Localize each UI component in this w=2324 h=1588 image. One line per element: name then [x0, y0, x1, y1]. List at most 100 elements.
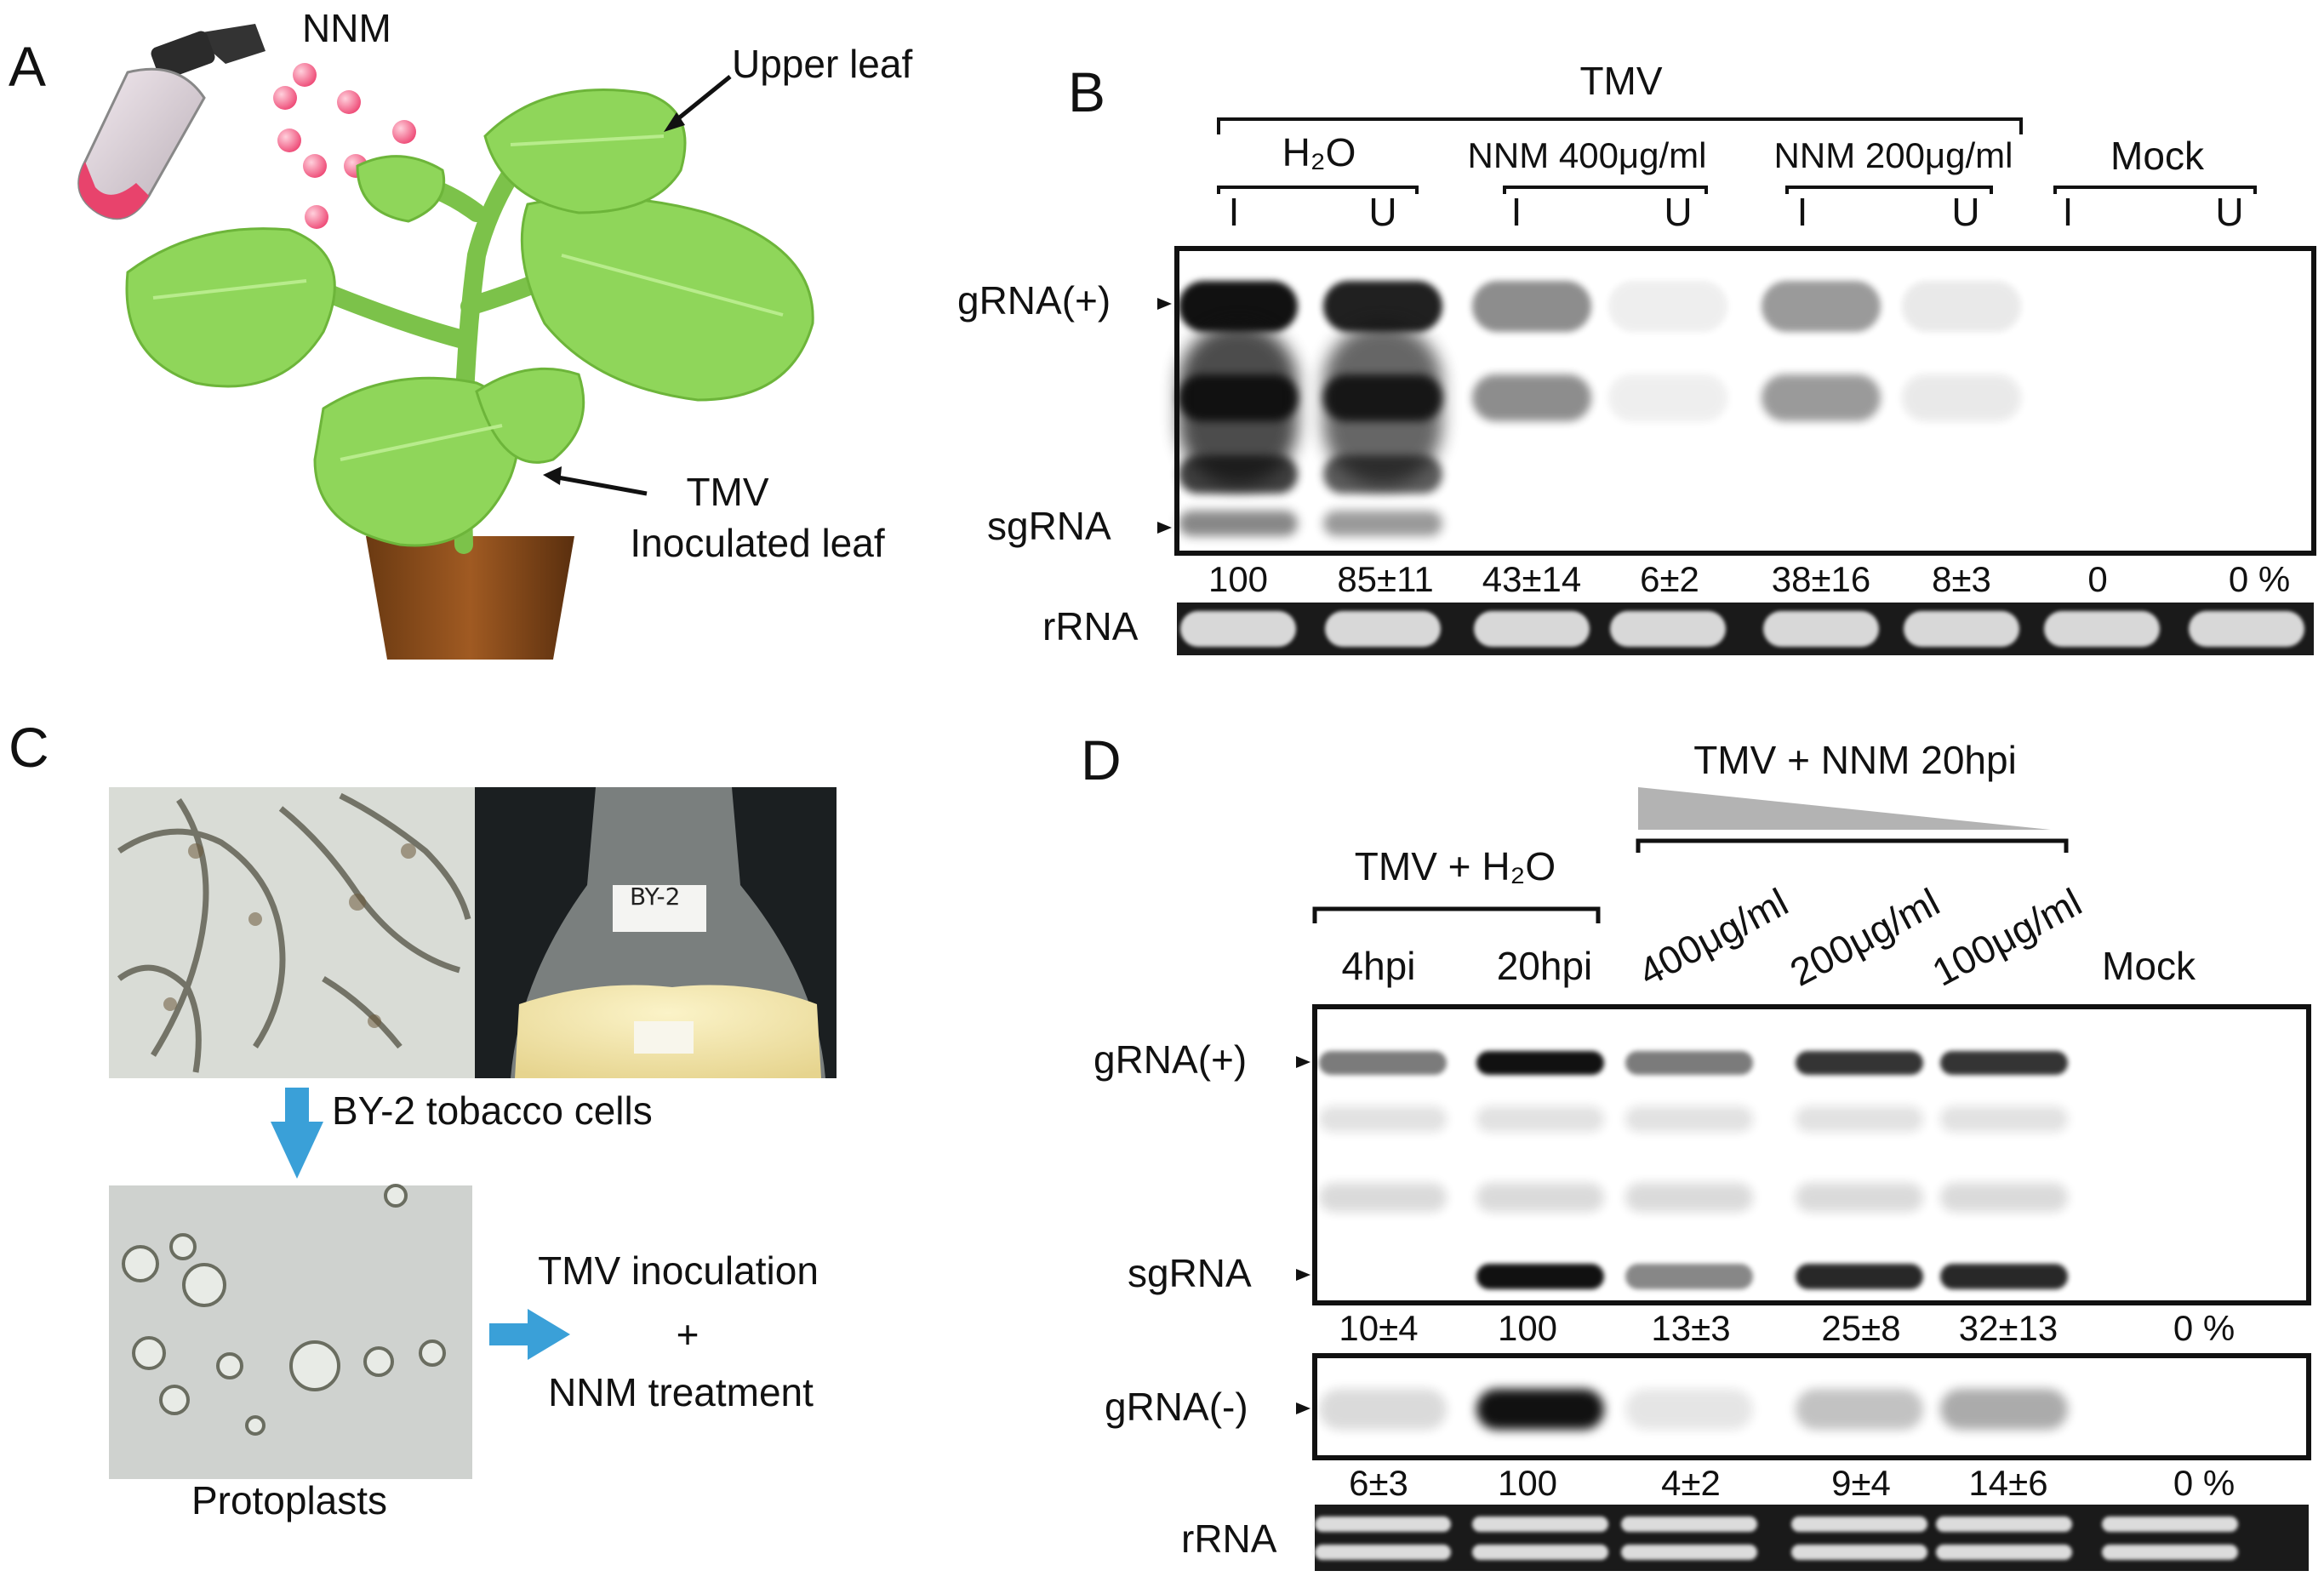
quant-value-b: 100 — [1208, 559, 1269, 599]
group-tmv-nnm: TMV + NNM 20hpi — [1693, 738, 2017, 782]
by2-cells-caption: BY-2 tobacco cells — [332, 1088, 653, 1133]
quant-value-b: 85±11 — [1337, 559, 1434, 599]
quant-plus-d: 32±13 — [1958, 1308, 2058, 1348]
tmv-label: TMV — [686, 470, 769, 514]
upper-leaf-label: Upper leaf — [732, 42, 913, 86]
lane-20hpi: 20hpi — [1496, 944, 1593, 988]
band-low-b — [1323, 455, 1442, 494]
quant-minus-d: 100 — [1497, 1463, 1558, 1503]
quant-minus-d: 9±4 — [1831, 1463, 1891, 1503]
quant-minus-d: 4±2 — [1661, 1463, 1721, 1503]
rrna-label-d: rRNA — [1181, 1517, 1277, 1561]
quant-minus-d: 0 % — [2173, 1463, 2235, 1503]
band-faint-d — [1625, 1106, 1753, 1132]
panel-b-group-label: TMV — [1579, 59, 1663, 103]
protoplasts-caption: Protoplasts — [191, 1478, 388, 1522]
quant-value-b: 0 % — [2228, 559, 2291, 599]
band-faint-d — [1319, 1106, 1447, 1132]
lane-label-b: U — [1951, 190, 1980, 234]
plant-illustration — [77, 24, 814, 660]
rrna-band-d — [1472, 1517, 1608, 1532]
band-grna-b — [1902, 281, 2021, 332]
band-mid-b — [1902, 374, 2021, 421]
nnm-label: NNM — [302, 6, 391, 50]
grna-plus-label-d: gRNA(+) — [1093, 1037, 1248, 1082]
inoculated-leaf-label: Inoculated leaf — [630, 521, 885, 565]
band-grna-minus-d — [1796, 1389, 1923, 1430]
protoplasts-micrograph — [109, 1185, 472, 1479]
pot-icon — [366, 536, 574, 660]
quant-value-b: 38±16 — [1771, 559, 1871, 599]
band-mid-b — [1762, 374, 1881, 421]
sgrna-label-b: sgRNA — [987, 504, 1111, 548]
band-grna-plus-d — [1625, 1051, 1753, 1075]
lane-mock: Mock — [2102, 944, 2196, 988]
grna-minus-label-d: gRNA(-) — [1105, 1385, 1248, 1429]
lane-label-b: I — [1510, 190, 1522, 234]
quant-plus-d: 100 — [1497, 1308, 1558, 1348]
rrna-band-b — [2044, 611, 2160, 647]
rrna-band-b — [1180, 611, 1296, 647]
band-faint-d — [1625, 1183, 1753, 1212]
rrna-band-d — [1315, 1545, 1451, 1560]
quant-minus-d: 14±6 — [1968, 1463, 2048, 1503]
sgrna-label-d: sgRNA — [1128, 1251, 1252, 1295]
quant-plus-d: 10±4 — [1339, 1308, 1419, 1348]
rrna-band-b — [1325, 611, 1441, 647]
band-sgrna-d — [1940, 1264, 2068, 1289]
quant-plus-d: 0 % — [2173, 1308, 2235, 1348]
panel-b-letter: B — [1068, 60, 1106, 123]
quant-plus-d: 25±8 — [1821, 1308, 1901, 1348]
band-grna-plus-d — [1796, 1051, 1923, 1075]
rrna-band-d — [2102, 1517, 2238, 1532]
band-faint-d — [1796, 1106, 1923, 1132]
panel-a-letter: A — [9, 35, 47, 98]
spray-bottle-icon — [77, 24, 266, 220]
rrna-band-b — [1474, 611, 1590, 647]
rrna-band-b — [2189, 611, 2304, 647]
rrna-band-d — [1315, 1517, 1451, 1532]
plus-label: + — [676, 1312, 699, 1357]
leaves — [125, 89, 814, 547]
rrna-band-b — [1763, 611, 1879, 647]
quant-value-b: 43±14 — [1482, 559, 1582, 599]
band-faint-d — [1940, 1183, 2068, 1212]
band-mid-b — [1608, 374, 1727, 421]
rrna-band-d — [1621, 1517, 1757, 1532]
quant-value-b: 0 — [2087, 559, 2108, 599]
lane-label-b: I — [1796, 190, 1808, 234]
band-grna-minus-d — [1319, 1389, 1447, 1430]
tmv-inoculation-label: TMV inoculation — [538, 1248, 819, 1293]
band-grna-b — [1608, 281, 1727, 332]
quant-value-b: 8±3 — [1932, 559, 1991, 599]
rrna-band-d — [1936, 1545, 2072, 1560]
band-grna-minus-d — [1476, 1389, 1604, 1430]
band-grna-b — [1762, 281, 1881, 332]
band-grna-b — [1472, 281, 1591, 332]
group-tmv-h2o: TMV + H₂O — [1354, 844, 1556, 888]
lane-label-b: I — [1228, 190, 1240, 234]
rrna-band-d — [1791, 1545, 1927, 1560]
lane-4hpi: 4hpi — [1341, 944, 1416, 988]
quant-minus-d: 6±3 — [1349, 1463, 1408, 1503]
band-sgrna-b — [1179, 511, 1298, 536]
band-grna-minus-d — [1625, 1389, 1753, 1430]
rrna-band-b — [1610, 611, 1726, 647]
panel-c-letter: C — [9, 716, 49, 779]
nnm-droplets — [273, 63, 416, 229]
nnm-treatment-label: NNM treatment — [548, 1370, 814, 1414]
band-faint-d — [1796, 1183, 1923, 1212]
band-low-b — [1179, 455, 1298, 494]
band-grna-minus-d — [1940, 1389, 2068, 1430]
concentration-wedge — [1638, 787, 2051, 830]
lane-label-b: U — [2215, 190, 2244, 234]
band-grna-plus-d — [1319, 1051, 1447, 1075]
band-grna-plus-d — [1940, 1051, 2068, 1075]
rrna-band-d — [1621, 1545, 1757, 1560]
band-faint-d — [1476, 1183, 1604, 1212]
band-grna-plus-d — [1476, 1051, 1604, 1075]
band-faint-d — [1940, 1106, 2068, 1132]
rrna-band-b — [1904, 611, 2019, 647]
band-sgrna-d — [1476, 1264, 1604, 1289]
